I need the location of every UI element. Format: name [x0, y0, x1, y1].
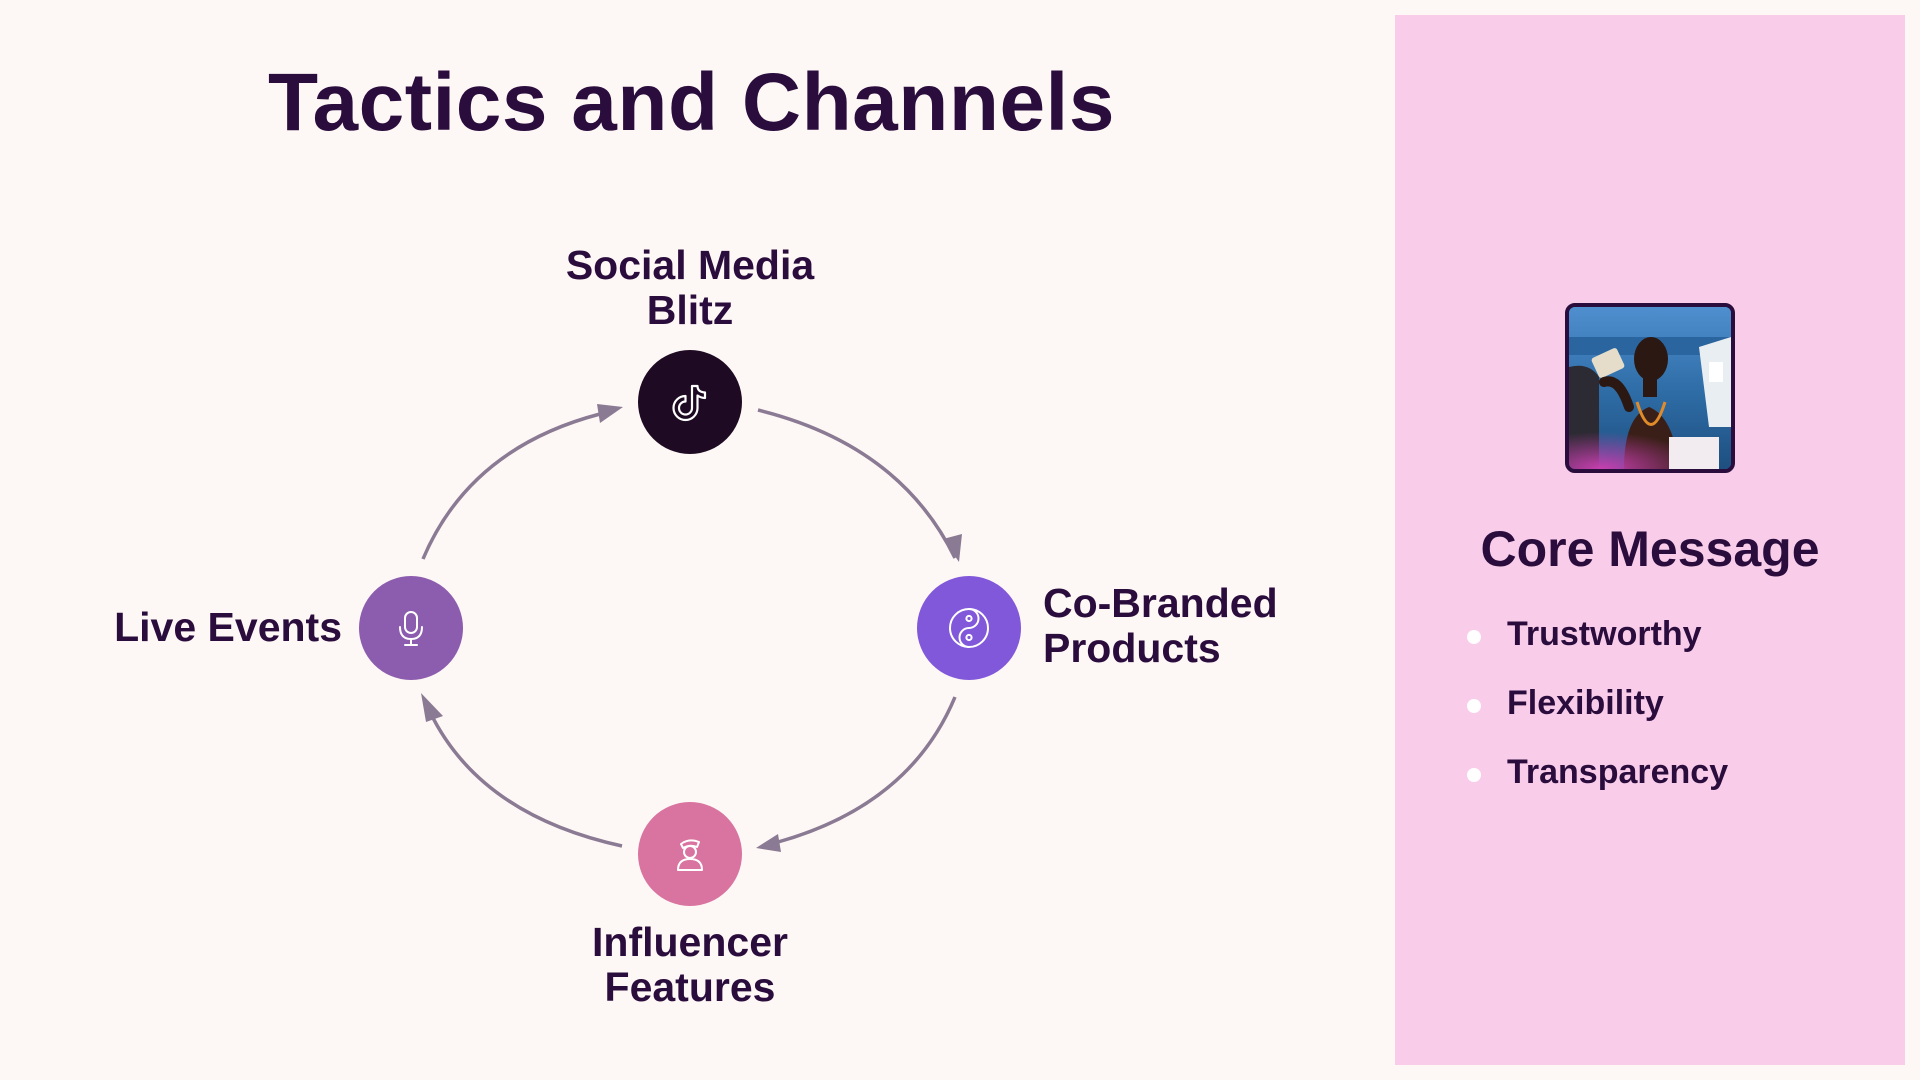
bullet-item: Trustworthy [1467, 615, 1728, 684]
bullet-item: Transparency [1467, 753, 1728, 822]
bullet-text: Trustworthy [1507, 615, 1702, 653]
yin-yang-icon [949, 608, 989, 648]
node-label-live-events: Live Events [60, 605, 342, 650]
arrowhead-influencer-to-live [421, 693, 443, 722]
core-message-list: Trustworthy Flexibility Transparency [1467, 615, 1728, 822]
core-message-title: Core Message [1480, 521, 1820, 577]
node-influencer-features [638, 802, 742, 906]
tiktok-icon [672, 384, 707, 422]
node-label-influencer-features: Influencer Features [540, 920, 840, 1010]
node-live-events [359, 576, 463, 680]
node-label-co-branded-products: Co-Branded Products [1043, 581, 1278, 671]
arrow-social-to-cobranded [757, 408, 957, 559]
core-message-panel: Core Message Trustworthy Flexibility Tra… [1395, 15, 1905, 1065]
label-line: Social Media [565, 242, 815, 288]
bullet-dot [1467, 768, 1481, 782]
influencer-person-icon [677, 839, 703, 871]
arrow-influencer-to-live [428, 711, 623, 848]
portrait-photo [1565, 303, 1735, 473]
cycle-arrows [421, 404, 962, 852]
arrow-live-to-social [421, 412, 601, 560]
node-social-media-blitz [638, 350, 742, 454]
bullet-text: Flexibility [1507, 684, 1664, 722]
arrow-cobranded-to-influencer [777, 696, 957, 844]
bullet-text: Transparency [1507, 753, 1729, 791]
arrowhead-social-to-cobranded [943, 534, 962, 562]
arrowhead-cobranded-to-influencer [756, 834, 781, 852]
bullet-item: Flexibility [1467, 684, 1728, 753]
bullet-dot [1467, 630, 1481, 644]
label-line: Co-Branded [1043, 580, 1278, 626]
node-co-branded-products [917, 576, 1021, 680]
microphone-icon [399, 611, 423, 646]
portrait-photo-illustration [1569, 307, 1731, 469]
arrowhead-live-to-social [597, 404, 623, 423]
node-label-social-media-blitz: Social Media Blitz [540, 243, 840, 333]
label-line: Blitz [646, 287, 734, 333]
slide-title: Tactics and Channels [268, 57, 1115, 148]
bullet-dot [1467, 699, 1481, 713]
label-line: Influencer [592, 919, 788, 965]
label-line: Products [1043, 625, 1221, 671]
label-line: Live Events [114, 604, 342, 650]
label-line: Features [604, 964, 776, 1010]
